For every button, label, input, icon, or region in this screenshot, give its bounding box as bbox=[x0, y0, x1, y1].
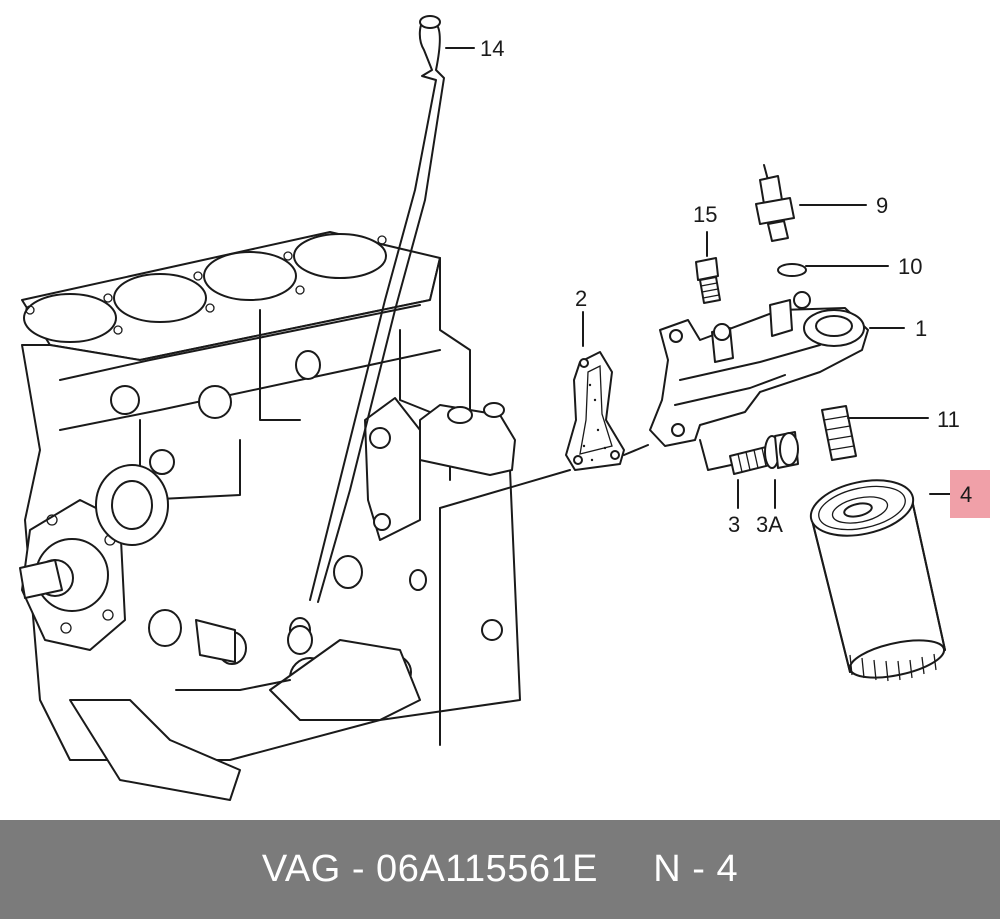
callout-4[interactable]: 4 bbox=[960, 482, 972, 507]
part-number-label: VAG - 06A115561E N - 4 bbox=[261, 848, 739, 890]
callout-10[interactable]: 10 bbox=[898, 254, 922, 279]
callout-15[interactable]: 15 bbox=[693, 202, 717, 227]
callout-labels: 14 15 9 10 2 1 11 4 3 3A bbox=[480, 36, 972, 537]
sealing-washer bbox=[777, 263, 807, 277]
engine-block bbox=[19, 231, 521, 801]
threaded-nipple bbox=[821, 405, 857, 461]
hollow-bolt bbox=[695, 257, 721, 304]
callout-14[interactable]: 14 bbox=[480, 36, 504, 61]
leader-gasket-bracket bbox=[623, 444, 649, 456]
callout-1[interactable]: 1 bbox=[915, 316, 927, 341]
screw-and-washer bbox=[729, 431, 799, 475]
oil-filter-bracket bbox=[649, 291, 869, 471]
callout-3a[interactable]: 3A bbox=[756, 512, 783, 537]
leader-block-gasket bbox=[439, 469, 571, 509]
callout-2[interactable]: 2 bbox=[575, 286, 587, 311]
gasket bbox=[565, 351, 625, 471]
dipstick bbox=[287, 15, 445, 655]
callout-9[interactable]: 9 bbox=[876, 193, 888, 218]
part-info-bar: VAG - 06A115561E N - 4 bbox=[0, 820, 1000, 919]
callout-11[interactable]: 11 bbox=[937, 407, 960, 432]
callout-4-highlight bbox=[950, 470, 990, 518]
oil-pressure-switch bbox=[755, 164, 795, 242]
oil-filter bbox=[809, 479, 946, 682]
callout-3[interactable]: 3 bbox=[728, 512, 740, 537]
leader-lines bbox=[445, 47, 957, 509]
exploded-parts-diagram: 14 15 9 10 2 1 11 4 3 3A bbox=[19, 15, 990, 801]
